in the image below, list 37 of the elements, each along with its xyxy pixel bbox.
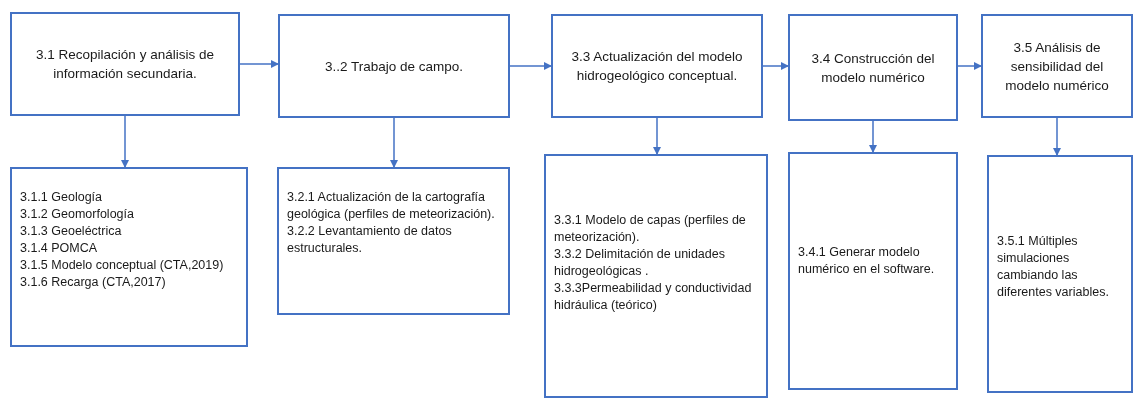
arrow — [869, 120, 877, 153]
task-item: 3.2.1 Actualización de la cartografía geológica (perfiles de meteorización). — [287, 189, 496, 223]
task-item: 3.1.3 Geoeléctrica — [20, 223, 122, 240]
task-item: 3.3.3Permeabilidad y conductividad hidráulica (teórico) — [554, 280, 753, 314]
arrow — [957, 62, 982, 70]
arrow — [239, 60, 279, 68]
arrow — [1053, 117, 1061, 156]
arrow — [653, 117, 661, 155]
task-item: 3.1.2 Geomorfología — [20, 206, 134, 223]
step-title: 3.5 Análisis de sensibilidad del modelo numérico — [1004, 38, 1110, 95]
task-list-box — [788, 152, 958, 390]
arrow — [390, 117, 398, 168]
task-item: 3.1.4 POMCA — [20, 240, 98, 257]
task-item: 3.1.6 Recarga (CTA,2017) — [20, 274, 166, 291]
process-box — [278, 14, 510, 118]
task-item: 3.2.2 Levantamiento de datos estructurales. — [287, 223, 453, 257]
process-box — [788, 14, 958, 121]
task-list-box — [277, 167, 510, 315]
task-list-box — [10, 167, 248, 347]
step-title: 3.1 Recopilación y análisis de información secundaria. — [35, 46, 215, 83]
task-item: 3.4.1 Generar modelo numérico en el software. — [798, 244, 936, 278]
task-item: 3.1.1 Geología — [20, 189, 102, 206]
step-title: 3..2 Trabajo de campo. — [324, 57, 464, 76]
task-item: 3.1.5 Modelo conceptual (CTA,2019) — [20, 257, 224, 274]
task-list-box — [987, 155, 1133, 393]
task-item: 3.3.1 Modelo de capas (perfiles de meteorización). — [554, 212, 747, 246]
process-box — [981, 14, 1133, 118]
arrow — [509, 62, 552, 70]
arrow — [762, 62, 789, 70]
task-list-box — [544, 154, 768, 398]
arrow — [121, 115, 129, 168]
process-box — [10, 12, 240, 116]
process-box — [551, 14, 763, 118]
task-item: 3.3.2 Delimitación de unidades hidrogeológicas . — [554, 246, 726, 280]
step-title: 3.3 Actualización del modelo hidrogeológico conceptual. — [570, 48, 744, 85]
task-item: 3.5.1 Múltiples simulaciones cambiando las diferentes variables. — [997, 233, 1110, 301]
step-title: 3.4 Construcción del modelo numérico — [810, 49, 936, 87]
